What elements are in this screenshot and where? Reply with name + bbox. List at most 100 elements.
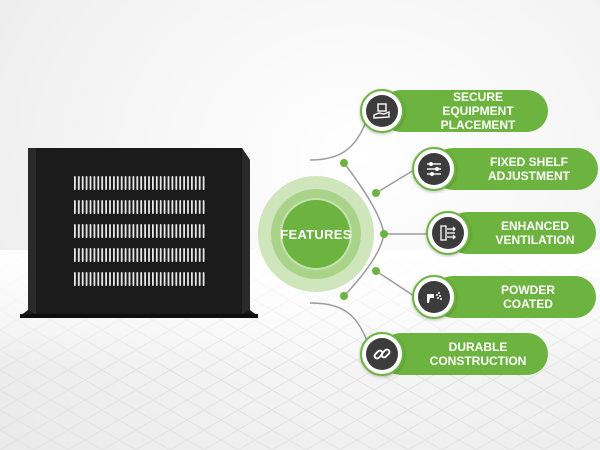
vent-slot [120,176,123,190]
vent-slot [105,176,107,190]
vent-slot [77,200,80,214]
vent-slot [179,248,182,262]
vent-slot [89,272,92,286]
vent-slot [171,200,174,214]
vent-slot [163,200,166,214]
vent-slot [202,224,205,238]
feature-pill: DURABLE CONSTRUCTION [380,333,548,375]
vent-slot [167,248,170,262]
vent-slot [152,248,154,262]
vent-slot [128,224,131,238]
feature-pill: ENHANCED VENTILATION [446,212,596,254]
vent-slot [77,224,80,238]
vent-slot [191,248,193,262]
vent-slot [198,176,201,190]
vent-slot [128,272,131,286]
feature-label: ENHANCED VENTILATION [495,219,575,247]
vent-slot [159,248,162,262]
vent-slot [113,200,115,214]
vent-slot [140,200,143,214]
vent-slot [97,224,100,238]
vent-slot [136,272,139,286]
vent-slot [74,272,76,286]
vent-slot [81,248,84,262]
vent-slot [183,224,185,238]
vent-slot [194,200,197,214]
vent-slot [152,272,154,286]
vent-slot [148,248,150,262]
vent-slot [136,224,139,238]
vent-slot [116,272,119,286]
vent-slot [93,200,96,214]
sliders-icon [418,153,450,185]
vent-slot [97,272,100,286]
vent-slot [148,200,150,214]
vent-slot [148,224,150,238]
vent-slot [175,248,178,262]
vent-slot [152,224,154,238]
vent-slot [140,248,143,262]
vent-slot [132,176,135,190]
vent-slot [144,176,146,190]
icon-ring [412,147,456,191]
vent-slot [77,248,80,262]
vent-slot [159,200,162,214]
vent-slot [198,200,201,214]
vent-slot [155,248,158,262]
vent-slot [163,176,166,190]
feature-pill: POWDER COATED [432,276,596,318]
vent-slot [113,272,115,286]
vent-slot [74,248,76,262]
vent-slot [175,224,178,238]
vent-slot [124,224,127,238]
vent-slot [109,224,111,238]
vent-slot [202,272,205,286]
vent-slot [159,176,162,190]
spray-gun-icon [418,281,450,313]
vent-slot [144,248,146,262]
vent-slot [191,272,193,286]
vent-slot [132,200,135,214]
feature-pill: FIXED SHELF ADJUSTMENT [432,148,598,190]
vent-slot [113,224,115,238]
rack-shelf-image [20,148,258,318]
vent-slot [179,272,182,286]
hand-box-icon [366,95,398,127]
vent-slot [194,176,197,190]
vent-slot [124,200,127,214]
vent-slot [202,248,205,262]
vent-slot [167,200,170,214]
vent-slot [175,200,178,214]
vent-slot [144,224,146,238]
vent-slot [97,200,100,214]
vent-slot [74,200,76,214]
vent-slot [101,176,104,190]
vent-slot [97,176,100,190]
vent-slot [116,176,119,190]
vent-slot [155,176,158,190]
vent-slot [105,248,107,262]
vent-slot [155,200,158,214]
feature-label: POWDER COATED [501,283,555,311]
vent-slot [140,224,143,238]
vent-slot [89,224,92,238]
vent-slot [148,176,150,190]
feature-label: FIXED SHELF ADJUSTMENT [487,155,570,183]
vent-slot [93,224,96,238]
vent-slot [171,248,174,262]
vent-slot [89,176,92,190]
vent-slot [187,176,189,190]
vent-slot [113,248,115,262]
vent-slot [89,248,92,262]
vent-slot [74,176,76,190]
vent-slot [198,248,201,262]
vent-slot [179,176,182,190]
vent-slot [85,200,88,214]
center-ring: FEATURES [271,189,361,279]
vent-slot [198,272,201,286]
features-center-circle: FEATURES [258,176,374,292]
vent-slot [128,176,131,190]
vent-slot [101,248,104,262]
vent-slot [191,176,193,190]
vent-slot [93,272,96,286]
